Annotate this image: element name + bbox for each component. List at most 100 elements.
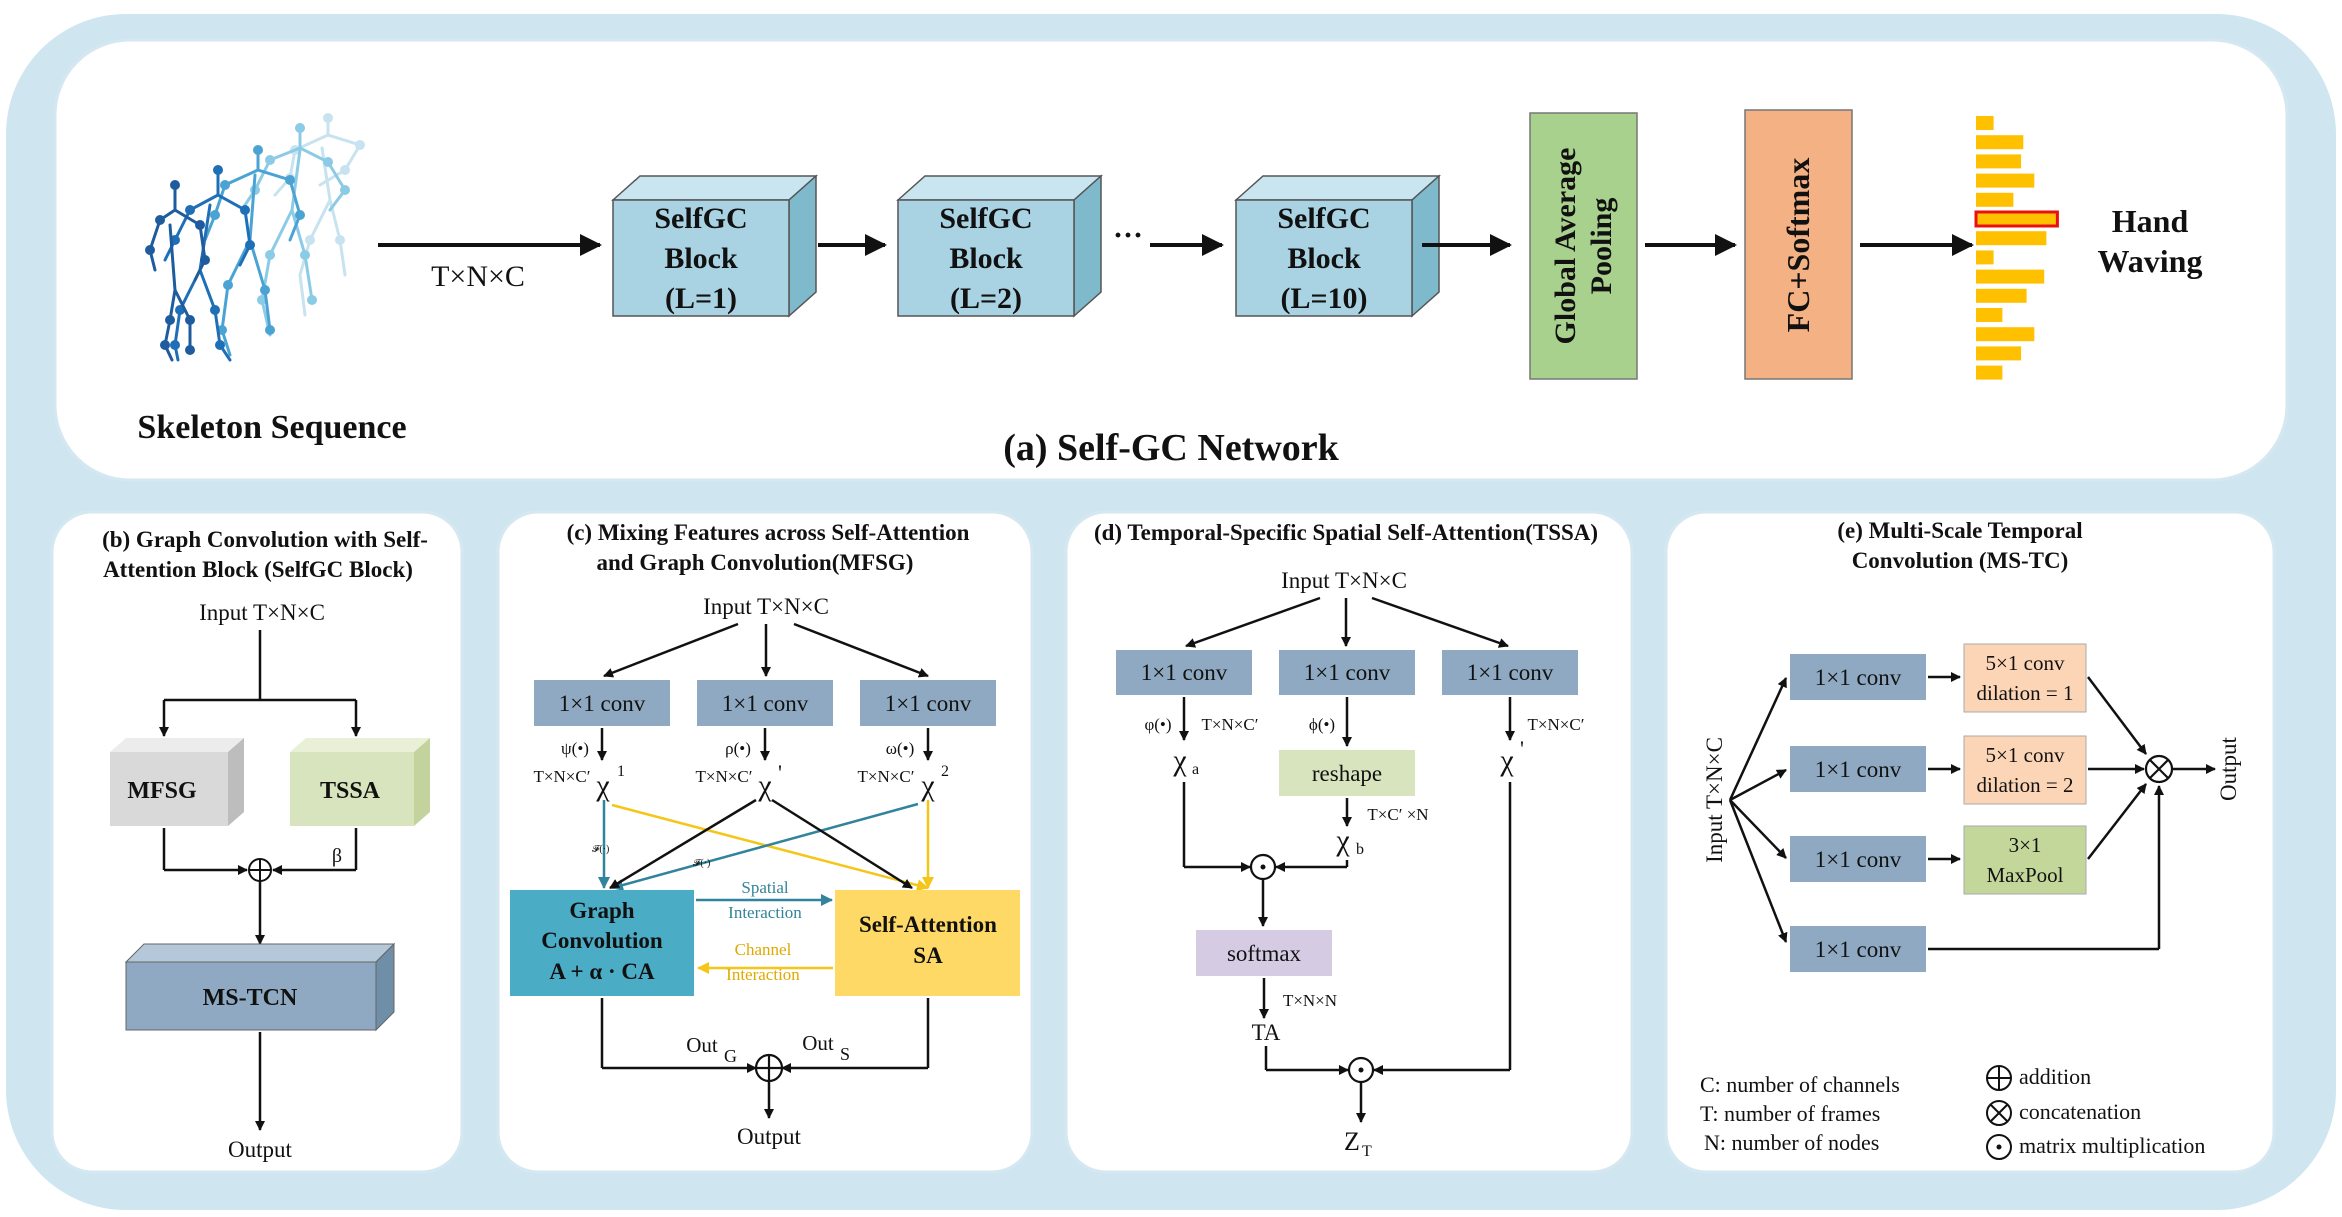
otimes-icon [2144, 754, 2174, 784]
conv-e4 [1790, 926, 1926, 972]
conv-e3 [1790, 836, 1926, 882]
panel-b-input: Input T×N×C [199, 600, 325, 625]
shape-c3: T×N×C′ [858, 767, 915, 786]
legend-mm: matrix multiplication [2019, 1133, 2205, 1158]
legend-add: addition [2019, 1064, 2091, 1089]
f-small-1: 𝓕(·) [592, 844, 609, 855]
panel-c-input: Input T×N×C [703, 594, 829, 619]
selfgc-block-2: SelfGC Block (L=2) [896, 174, 1103, 318]
panel-b-output: Output [228, 1137, 293, 1162]
block-2-line2: Block [949, 242, 1023, 275]
varphi-label: ϕ(•) [1309, 715, 1335, 734]
mfsg-label: MFSG [127, 778, 197, 804]
t1-line2: dilation = 1 [1976, 681, 2073, 705]
input-shape-label: T×N×C [431, 260, 525, 293]
chi2: χ [757, 769, 772, 802]
shape-c2: T×N×C′ [696, 767, 753, 786]
block-2-line3: (L=2) [950, 282, 1022, 315]
output-line1: Hand [2112, 203, 2189, 239]
block-1-line1: SelfGC [654, 202, 747, 235]
panel-e-title-line1: (e) Multi-Scale Temporal [1837, 518, 2082, 543]
chi2-sup: ' [778, 760, 782, 785]
conv-e2 [1790, 746, 1926, 792]
plus-icon [248, 858, 272, 882]
reshape-label: reshape [1312, 761, 1382, 786]
panel-d-title: (d) Temporal-Specific Spatial Self-Atten… [1094, 520, 1598, 545]
chi-b: χ [1335, 824, 1350, 857]
skeleton-label: Skeleton Sequence [137, 409, 406, 446]
conv-c2 [697, 680, 833, 726]
panel-d-input: Input T×N×C [1281, 568, 1407, 593]
class-score-bar [1974, 210, 2059, 228]
fc-box [1744, 109, 1853, 380]
panel-c-title-line1: (c) Mixing Features across Self-Attentio… [567, 520, 970, 545]
otimes-icon [1986, 1100, 2012, 1126]
class-score-bar [1976, 154, 2022, 169]
t1-line1: 5×1 conv [1986, 651, 2065, 675]
ellipsis: ··· [1113, 219, 1143, 252]
reshape-box [1279, 750, 1415, 796]
out-s: Out [802, 1031, 834, 1055]
panel-e-output: Output [2216, 736, 2241, 801]
channel-line1: Channel [735, 940, 792, 959]
gap-box [1529, 112, 1638, 380]
gc-line3: A + α · CA [549, 959, 655, 984]
class-score-bar [1976, 308, 2003, 322]
chi3-sup: 2 [941, 763, 949, 780]
gap-line1: Global Average [1549, 148, 1582, 345]
panel-a-title: (a) Self-GC Network [1003, 427, 1339, 469]
class-score-bar [1976, 365, 2003, 380]
chi-a: χ [1172, 744, 1187, 777]
legend-c: C: number of channels [1700, 1072, 1900, 1097]
tssa-box: TSSA [290, 738, 430, 826]
maxpool-box [1963, 825, 2087, 895]
panel-e-input: Input T×N×C [1702, 737, 1727, 863]
conv-d2 [1279, 650, 1415, 695]
conv-c1-label: 1×1 conv [559, 691, 646, 716]
odot-icon [1347, 1056, 1375, 1084]
conv-d3 [1442, 650, 1578, 695]
t2-line2: dilation = 2 [1976, 773, 2073, 797]
block-2-line1: SelfGC [939, 202, 1032, 235]
mstcn-box: MS-TCN [124, 942, 396, 1032]
conv-d3-label: 1×1 conv [1467, 660, 1554, 685]
softmax-box [1196, 930, 1332, 976]
panel-b: (b) Graph Convolution with Self- Attenti… [50, 510, 464, 1174]
odot-icon [1249, 853, 1277, 881]
block-3-line2: Block [1287, 242, 1361, 275]
panel-a-bg [53, 38, 2289, 482]
mp-line1: 3×1 [2009, 833, 2042, 857]
class-score-bar [1976, 116, 1994, 130]
panel-e: (e) Multi-Scale Temporal Convolution (MS… [1664, 510, 2276, 1174]
selfgc-block-1: SelfGC Block (L=1) [611, 174, 818, 318]
conv-e1-label: 1×1 conv [1815, 665, 1902, 690]
gap-line2: Pooling [1585, 198, 1618, 295]
temporal-conv-1 [1963, 643, 2087, 713]
conv-e3-label: 1×1 conv [1815, 847, 1902, 872]
panel-c: (c) Mixing Features across Self-Attentio… [496, 510, 1034, 1174]
shape-d3: T×N×C′ [1528, 715, 1585, 734]
selfgc-block-3: SelfGC Block (L=10) [1234, 174, 1441, 318]
legend-t: T: number of frames [1700, 1101, 1880, 1126]
odot-icon [1986, 1134, 2012, 1160]
chi-3: χ [1499, 744, 1514, 777]
beta-label: β [332, 845, 342, 867]
panel-e-title-line2: Convolution (MS-TC) [1852, 548, 2069, 573]
sa-line1: Self-Attention [859, 912, 997, 937]
shape-c1: T×N×C′ [534, 767, 591, 786]
panel-b-title-line1: (b) Graph Convolution with Self- [102, 527, 428, 552]
chi1-sup: 1 [617, 763, 625, 780]
class-score-bar [1976, 346, 2022, 361]
panel-d: (d) Temporal-Specific Spatial Self-Atten… [1064, 510, 1634, 1174]
class-score-bar [1976, 231, 2047, 246]
omega-label: ω(•) [886, 739, 914, 758]
t2-line1: 5×1 conv [1986, 743, 2065, 767]
conv-d1 [1116, 650, 1252, 695]
gc-line2: Convolution [541, 928, 663, 953]
panel-b-title-line2: Attention Block (SelfGC Block) [103, 557, 413, 582]
plus-icon [1986, 1065, 2012, 1091]
conv-d1-label: 1×1 conv [1141, 660, 1228, 685]
panel-c-bg [496, 510, 1034, 1174]
chi3: χ [920, 769, 935, 802]
panel-c-output: Output [737, 1124, 802, 1149]
